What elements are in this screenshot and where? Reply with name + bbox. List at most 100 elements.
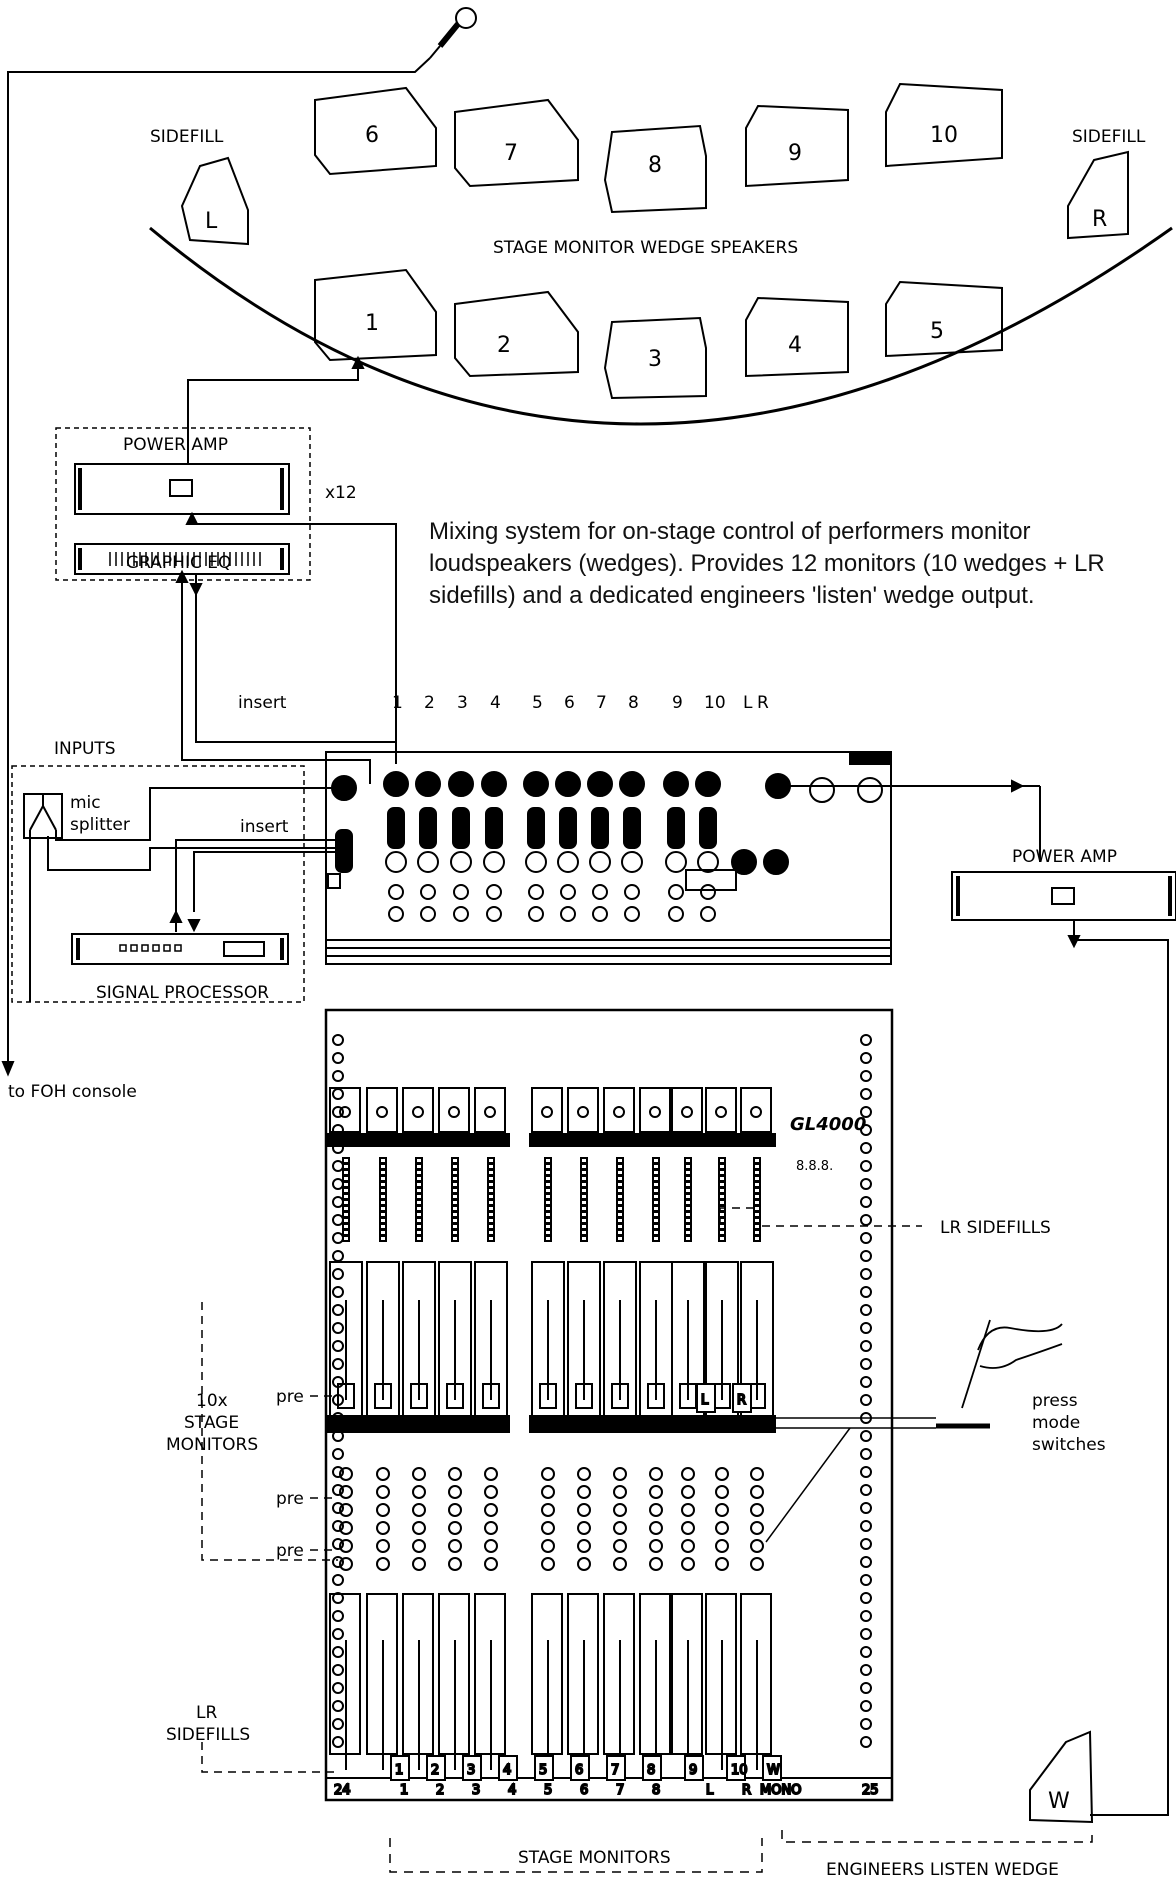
- side-knob: [861, 1341, 871, 1351]
- aux-knob: [650, 1107, 660, 1117]
- eq-knob: [578, 1522, 590, 1534]
- meter-led: [343, 1176, 349, 1181]
- fader-cap-label-7: 7: [611, 1763, 619, 1778]
- select-bar: [437, 1416, 473, 1432]
- power-amp-label: POWER AMP: [123, 435, 228, 455]
- side-knob: [333, 1557, 343, 1567]
- meter-led: [719, 1230, 725, 1235]
- side-knob: [861, 1575, 871, 1585]
- side-knob: [333, 1359, 343, 1369]
- aux-box: [672, 1088, 702, 1132]
- meter-led: [452, 1158, 458, 1163]
- eq-knob: [413, 1540, 425, 1552]
- output-number-2: 2: [424, 693, 435, 713]
- side-knob: [333, 1467, 343, 1477]
- arrow-to-foh: [3, 1062, 13, 1074]
- pre-label-2: pre: [276, 1489, 304, 1509]
- power-amp-top: [75, 464, 289, 514]
- xlr-jack: [484, 852, 504, 872]
- meter-led: [617, 1224, 623, 1229]
- meter-led: [488, 1164, 494, 1169]
- meter-led: [380, 1182, 386, 1187]
- master-cap-label-R: R: [737, 1393, 746, 1408]
- mute-bar: [365, 1134, 401, 1146]
- description-line-2: loudspeakers (wedges). Provides 12 monit…: [429, 548, 1169, 580]
- side-knob: [333, 1539, 343, 1549]
- strip-label-4: 4: [508, 1783, 516, 1798]
- aux-box: [532, 1088, 562, 1132]
- meter-led: [685, 1176, 691, 1181]
- side-knob: [861, 1557, 871, 1567]
- xlr-out-jack: [858, 778, 882, 802]
- eq-knob: [751, 1522, 763, 1534]
- meter-led: [545, 1236, 551, 1241]
- eq-knob: [542, 1504, 554, 1516]
- power-amp-right: [952, 872, 1176, 920]
- eq-knob: [682, 1486, 694, 1498]
- insert-jack: [336, 830, 352, 872]
- strip-label-R: R: [742, 1783, 751, 1798]
- xlr-jack: [386, 852, 406, 872]
- meter-led: [452, 1224, 458, 1229]
- meter-led: [719, 1158, 725, 1163]
- side-knob: [333, 1449, 343, 1459]
- eq-knob: [751, 1468, 763, 1480]
- eq-knob: [377, 1504, 389, 1516]
- output-number-4: 4: [490, 693, 501, 713]
- output-number-6: 6: [564, 693, 575, 713]
- meter-led: [754, 1236, 760, 1241]
- side-knob: [333, 1215, 343, 1225]
- select-bar: [602, 1416, 638, 1432]
- eq-knob: [614, 1504, 626, 1516]
- meter-led: [653, 1188, 659, 1193]
- select-bar: [401, 1416, 437, 1432]
- console-labels: GL4000 8.8.8.: [790, 1114, 866, 1174]
- side-knob: [333, 1071, 343, 1081]
- aux-knob: [614, 1107, 624, 1117]
- aux-box: [568, 1088, 598, 1132]
- meter-led: [617, 1170, 623, 1175]
- eq-knob: [449, 1540, 461, 1552]
- processor-led: [142, 945, 148, 951]
- side-knob: [861, 1629, 871, 1639]
- eq-knob: [614, 1522, 626, 1534]
- r-output-jack: [764, 850, 788, 874]
- strip-label-25: 25: [862, 1783, 879, 1798]
- sidefill-right-letter: R: [1092, 207, 1107, 232]
- input-jack: [561, 907, 575, 921]
- meter-led: [653, 1176, 659, 1181]
- aux-box: [475, 1088, 505, 1132]
- eq-knob: [682, 1522, 694, 1534]
- eq-knob: [614, 1558, 626, 1570]
- sidefill-left-letter: L: [205, 209, 218, 234]
- meter-led: [416, 1164, 422, 1169]
- stage-caption: STAGE MONITOR WEDGE SPEAKERS: [493, 238, 798, 258]
- input-jack: [701, 907, 715, 921]
- meter-led: [380, 1188, 386, 1193]
- eq-knob: [485, 1540, 497, 1552]
- meter-led: [380, 1206, 386, 1211]
- meter-led: [685, 1170, 691, 1175]
- xlr-jack: [451, 852, 471, 872]
- meter-led: [452, 1170, 458, 1175]
- meter-led: [545, 1188, 551, 1193]
- eq-knob: [413, 1486, 425, 1498]
- meter-led: [685, 1182, 691, 1187]
- side-knob: [861, 1719, 871, 1729]
- meter-led: [488, 1188, 494, 1193]
- press-label-3: switches: [1032, 1435, 1106, 1455]
- side-knob: [333, 1719, 343, 1729]
- aux-box: [640, 1088, 670, 1132]
- meter-led: [416, 1230, 422, 1235]
- side-knob: [861, 1737, 871, 1747]
- meter-led: [581, 1188, 587, 1193]
- meter-led: [380, 1158, 386, 1163]
- input-jack: [529, 885, 543, 899]
- meter-led: [416, 1158, 422, 1163]
- side-knob: [861, 1431, 871, 1441]
- meter-led: [545, 1176, 551, 1181]
- eq-knob: [449, 1558, 461, 1570]
- side-knob: [861, 1179, 871, 1189]
- aux-box: [741, 1088, 771, 1132]
- strip-label-7: 7: [616, 1783, 624, 1798]
